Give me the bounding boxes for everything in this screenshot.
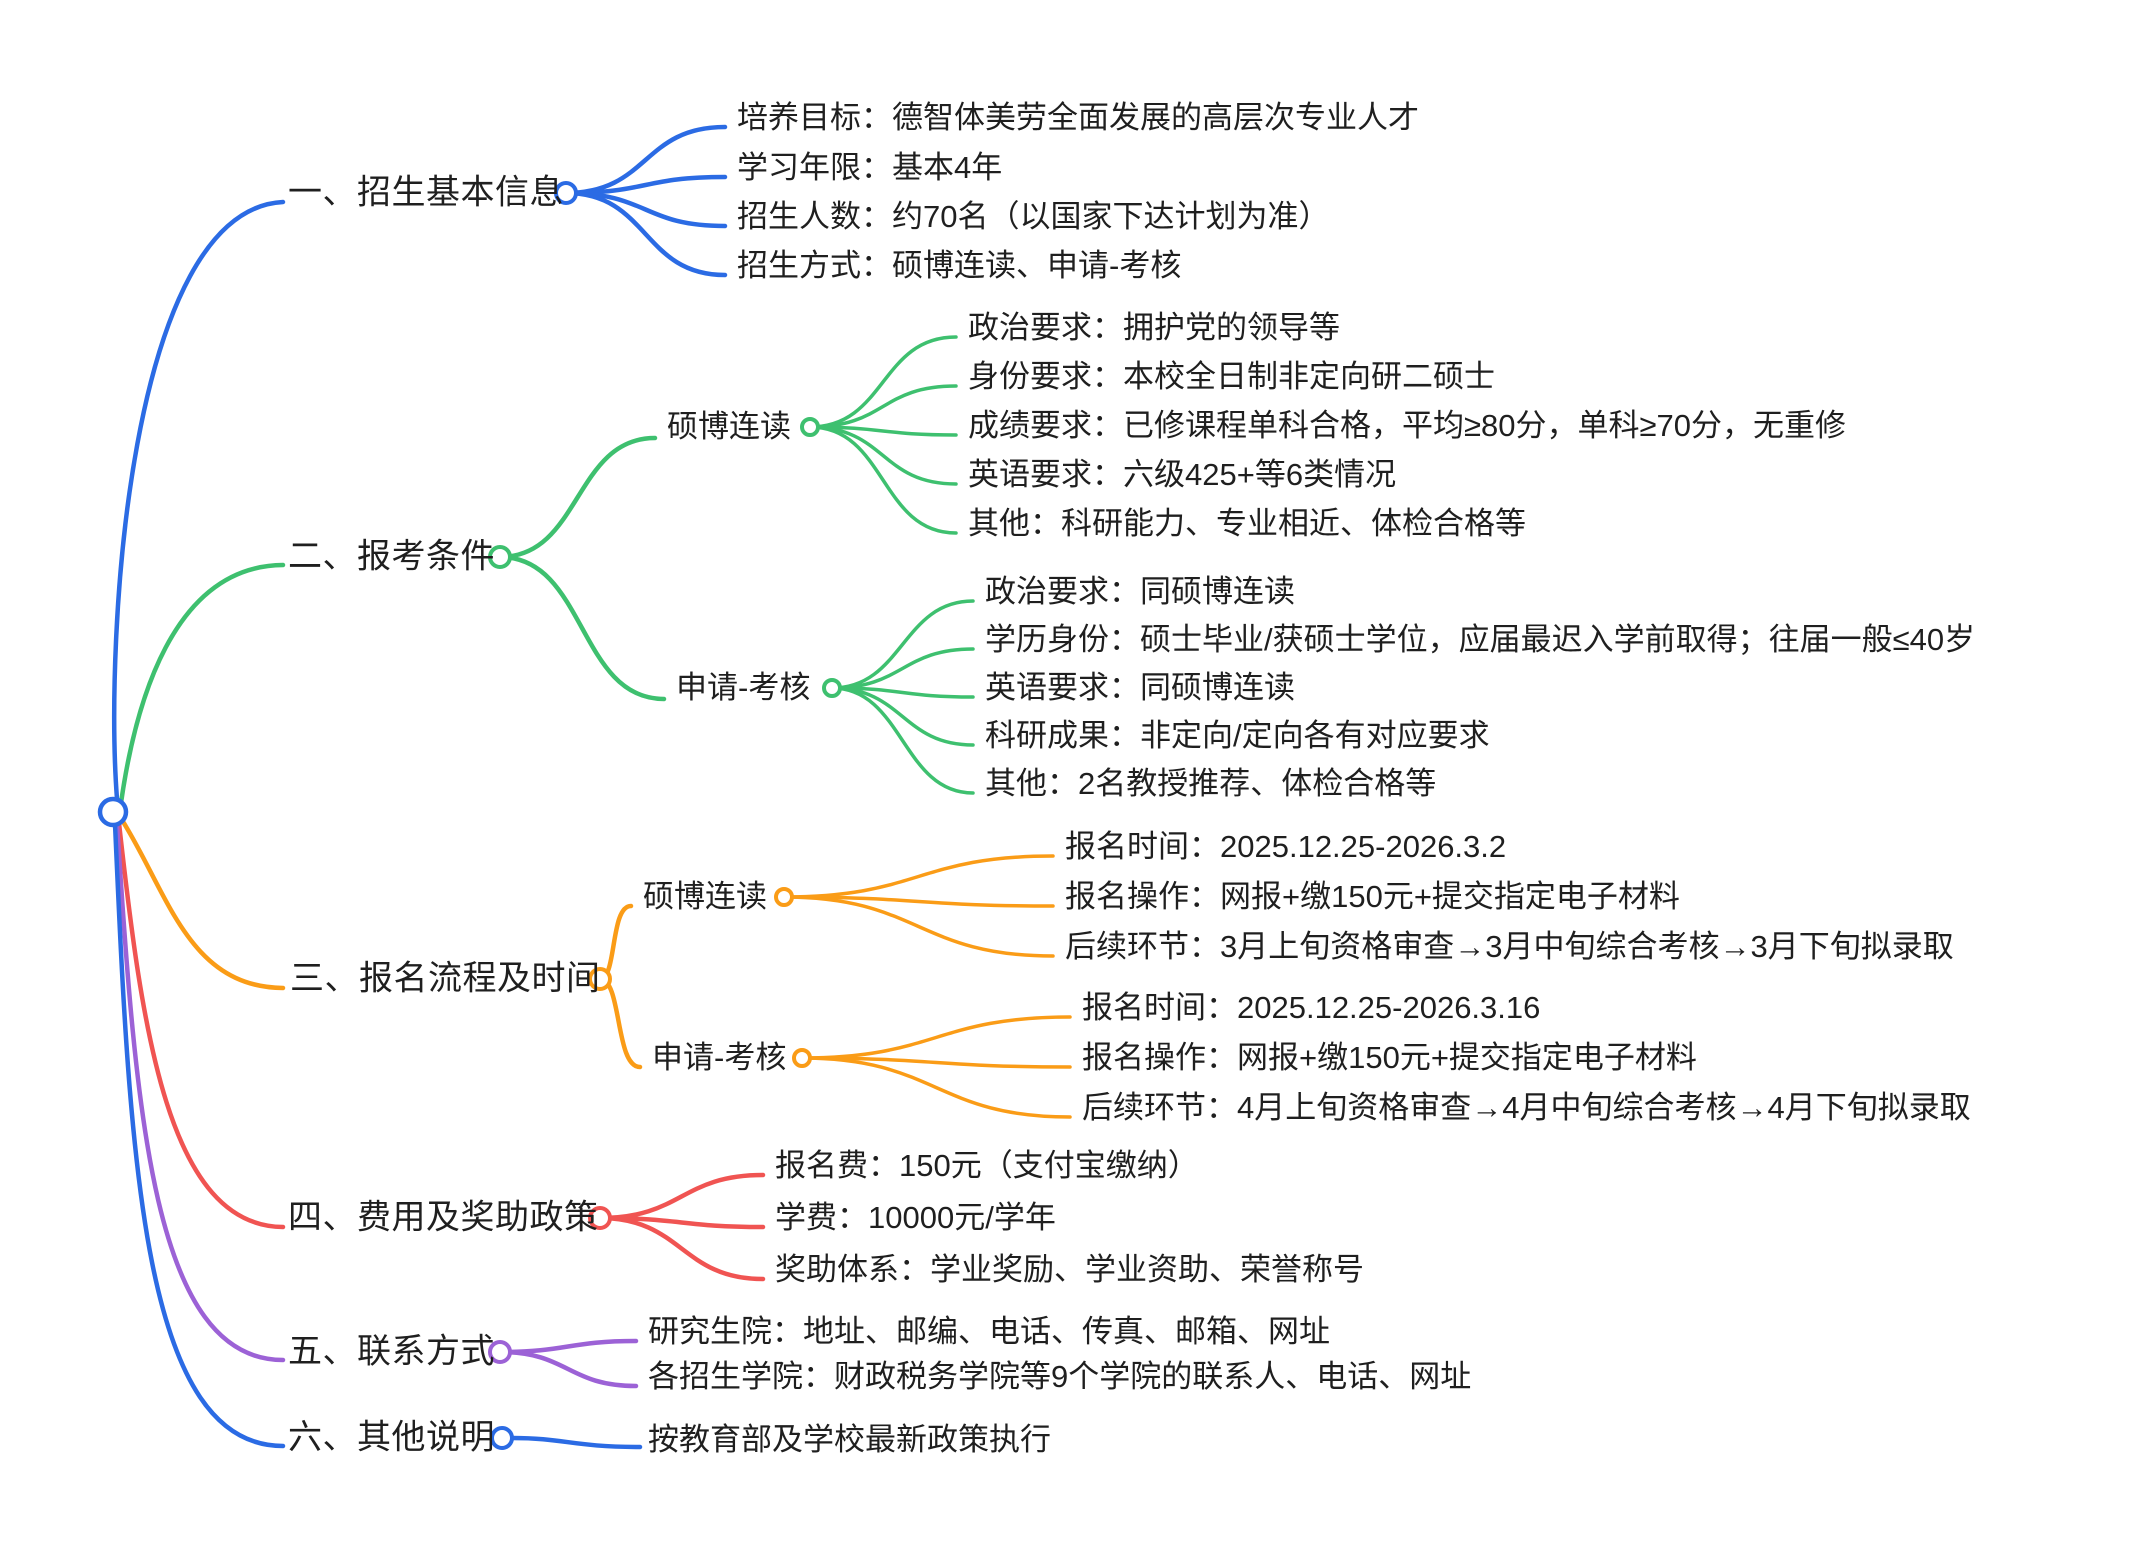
branch-4-edges [116, 820, 766, 1282]
topic-contact[interactable]: 五、联系方式 [288, 1332, 495, 1371]
leaf-b2b-political[interactable]: 政治要求：同硕博连读 [985, 574, 1295, 610]
branch-3-node-handle[interactable] [588, 967, 612, 991]
branch-1-edges [112, 124, 728, 802]
branch-3-group-1-edges [782, 854, 1055, 958]
leaf-b2a-english[interactable]: 英语要求：六级425+等6类情况 [968, 457, 1397, 493]
subtopic-b3-shuobo[interactable]: 硕博连读 [643, 879, 767, 915]
leaf-training-goal[interactable]: 培养目标：德智体美劳全面发展的高层次专业人才 [737, 100, 1419, 136]
topic-process[interactable]: 三、报名流程及时间 [290, 959, 601, 998]
branch-2-node-handle[interactable] [488, 545, 512, 569]
leaf-enrollment-number[interactable]: 招生人数：约70名（以国家下达计划为准） [737, 199, 1330, 235]
leaf-b3b-time[interactable]: 报名时间：2025.12.25-2026.3.16 [1082, 990, 1541, 1026]
branch-6-node-handle[interactable] [490, 1426, 514, 1450]
branch-3-group-2-edges [800, 1015, 1072, 1119]
branch-3-group-2-node-handle[interactable] [792, 1048, 812, 1068]
branch-5-node-handle[interactable] [488, 1340, 512, 1364]
branch-2-group-2-edges [830, 599, 975, 795]
leaf-enrollment-method[interactable]: 招生方式：硕博连读、申请-考核 [737, 248, 1182, 284]
leaf-b2a-other[interactable]: 其他：科研能力、专业相近、体检合格等 [968, 506, 1526, 542]
branch-4-node-handle[interactable] [588, 1206, 612, 1230]
branch-3-group-1-node-handle[interactable] [774, 887, 794, 907]
leaf-b2b-degree[interactable]: 学历身份：硕士毕业/获硕士学位，应届最迟入学前取得；往届一般≤40岁 [985, 622, 1976, 658]
subtopic-b3-shenqing[interactable]: 申请-考核 [652, 1040, 787, 1076]
leaf-b2a-political[interactable]: 政治要求：拥护党的领导等 [968, 310, 1340, 346]
subtopic-b2-shenqing[interactable]: 申请-考核 [676, 670, 811, 706]
branch-2-group-1-edges [808, 335, 958, 535]
branch-5-edges [114, 821, 639, 1389]
leaf-b3a-operation[interactable]: 报名操作：网报+缴150元+提交指定电子材料 [1065, 879, 1680, 915]
subtopic-b2-shuobo[interactable]: 硕博连读 [667, 409, 791, 445]
leaf-b3b-operation[interactable]: 报名操作：网报+缴150元+提交指定电子材料 [1082, 1040, 1697, 1076]
leaf-b2b-other[interactable]: 其他：2名教授推荐、体检合格等 [985, 766, 1437, 802]
leaf-b5-colleges[interactable]: 各招生学院：财政税务学院等9个学院的联系人、电话、网址 [648, 1359, 1472, 1395]
topic-basic-info[interactable]: 一、招生基本信息 [288, 173, 564, 212]
branch-2-edges [118, 435, 667, 806]
root-node[interactable] [97, 796, 129, 828]
leaf-b2a-grades[interactable]: 成绩要求：已修课程单科合格，平均≥80分，单科≥70分，无重修 [968, 408, 1846, 444]
leaf-b2a-identity[interactable]: 身份要求：本校全日制非定向研二硕士 [968, 359, 1495, 395]
leaf-b4-tuition[interactable]: 学费：10000元/学年 [775, 1200, 1056, 1236]
branch-2-group-2-node-handle[interactable] [822, 678, 842, 698]
leaf-b3a-time[interactable]: 报名时间：2025.12.25-2026.3.2 [1065, 829, 1507, 865]
leaf-b4-application-fee[interactable]: 报名费：150元（支付宝缴纳） [775, 1148, 1199, 1184]
leaf-b2b-english[interactable]: 英语要求：同硕博连读 [985, 670, 1295, 706]
leaf-b3a-followup[interactable]: 后续环节：3月上旬资格审查→3月中旬综合考核→3月下旬拟录取 [1065, 929, 1954, 965]
leaf-study-years[interactable]: 学习年限：基本4年 [737, 150, 1003, 186]
leaf-b6-policy[interactable]: 按教育部及学校最新政策执行 [648, 1422, 1051, 1458]
leaf-b5-graduate-school[interactable]: 研究生院：地址、邮编、电话、传真、邮箱、网址 [648, 1314, 1330, 1350]
leaf-b2b-research[interactable]: 科研成果：非定向/定向各有对应要求 [985, 718, 1490, 754]
branch-6-edges [112, 821, 643, 1450]
leaf-b3b-followup[interactable]: 后续环节：4月上旬资格审查→4月中旬综合考核→4月下旬拟录取 [1082, 1090, 1971, 1126]
leaf-b4-scholarship[interactable]: 奖助体系：学业奖励、学业资助、荣誉称号 [775, 1252, 1364, 1288]
topic-other[interactable]: 六、其他说明 [288, 1418, 495, 1457]
branch-1-node-handle[interactable] [554, 181, 578, 205]
branch-2-group-1-node-handle[interactable] [800, 417, 820, 437]
topic-fees[interactable]: 四、费用及奖助政策 [288, 1198, 599, 1237]
topic-requirements[interactable]: 二、报考条件 [288, 537, 495, 576]
branch-3-edges [119, 817, 643, 1070]
